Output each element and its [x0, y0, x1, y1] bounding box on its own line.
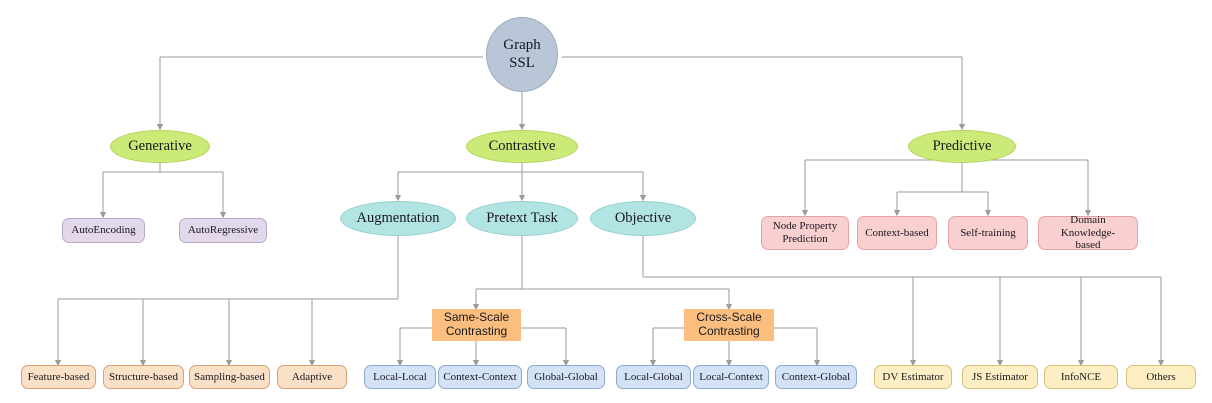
leaf-infonce[interactable]: InfoNCE — [1044, 365, 1118, 389]
branch-node-predictive[interactable]: Predictive — [908, 130, 1016, 163]
leaf-global-global[interactable]: Global-Global — [527, 365, 605, 389]
leaf-context-based[interactable]: Context-based — [857, 216, 937, 250]
contrastive-child-augmentation[interactable]: Augmentation — [340, 201, 456, 236]
root-label-line2: SSL — [509, 54, 535, 71]
scale-label-line1: Same-Scale — [443, 310, 510, 325]
node-label: Augmentation — [356, 210, 440, 227]
leaf-label: Global-Global — [534, 370, 598, 383]
leaf-label: Others — [1146, 370, 1176, 383]
root-label-line1: Graph — [503, 37, 541, 54]
leaf-context-context[interactable]: Context-Context — [438, 365, 522, 389]
leaf-autoencoding[interactable]: AutoEncoding — [62, 218, 145, 243]
leaf-label: Local-Context — [699, 370, 763, 383]
leaf-label: Context-Context — [443, 370, 517, 383]
leaf-label: Local-Local — [373, 370, 427, 383]
leaf-js-estimator[interactable]: JS Estimator — [962, 365, 1038, 389]
branch-label: Generative — [128, 138, 192, 155]
leaf-label: DV Estimator — [882, 370, 944, 383]
scale-label-line2: Contrasting — [698, 324, 760, 338]
leaf-autoregressive[interactable]: AutoRegressive — [179, 218, 267, 243]
leaf-structure-based[interactable]: Structure-based — [103, 365, 184, 389]
leaf-label: Context-Global — [781, 370, 851, 383]
node-label: Pretext Task — [486, 210, 558, 227]
leaf-label: Adaptive — [291, 370, 333, 383]
branch-node-contrastive[interactable]: Contrastive — [466, 130, 578, 163]
branch-label: Contrastive — [488, 138, 556, 155]
leaf-label: InfoNCE — [1060, 370, 1102, 383]
leaf-label: Local-Global — [624, 370, 683, 383]
branch-node-generative[interactable]: Generative — [110, 130, 210, 163]
leaf-context-global[interactable]: Context-Global — [775, 365, 857, 389]
leaf-label-line1: Node Property — [772, 220, 838, 233]
node-label: Objective — [614, 210, 672, 227]
scale-label-line1: Cross-Scale — [696, 310, 762, 325]
contrastive-child-pretext-task[interactable]: Pretext Task — [466, 201, 578, 236]
root-node-graph-ssl[interactable]: Graph SSL — [486, 17, 558, 92]
leaf-feature-based[interactable]: Feature-based — [21, 365, 96, 389]
leaf-label: Context-based — [865, 226, 929, 239]
leaf-label: AutoRegressive — [187, 224, 259, 237]
leaf-others[interactable]: Others — [1126, 365, 1196, 389]
scale-label-line2: Contrasting — [445, 324, 508, 338]
contrastive-child-objective[interactable]: Objective — [590, 201, 696, 236]
leaf-local-context[interactable]: Local-Context — [693, 365, 769, 389]
leaf-label: Sampling-based — [194, 370, 265, 383]
leaf-local-global[interactable]: Local-Global — [616, 365, 691, 389]
leaf-label-line2: based — [1075, 239, 1101, 252]
branch-label: Predictive — [932, 138, 992, 155]
leaf-self-training[interactable]: Self-training — [948, 216, 1028, 250]
leaf-label: JS Estimator — [972, 370, 1028, 383]
leaf-label: AutoEncoding — [71, 224, 136, 237]
leaf-node-property-prediction[interactable]: Node Property Prediction — [761, 216, 849, 250]
leaf-domain-knowledge-based[interactable]: Domain Knowledge- based — [1038, 214, 1138, 252]
leaf-label: Structure-based — [108, 370, 179, 383]
leaf-sampling-based[interactable]: Sampling-based — [189, 365, 270, 389]
leaf-dv-estimator[interactable]: DV Estimator — [874, 365, 952, 389]
leaf-adaptive[interactable]: Adaptive — [277, 365, 347, 389]
leaf-local-local[interactable]: Local-Local — [364, 365, 436, 389]
scale-node-cross-scale-contrasting[interactable]: Cross-Scale Contrasting — [684, 309, 774, 341]
leaf-label: Self-training — [960, 226, 1016, 239]
leaf-label-line2: Prediction — [782, 233, 828, 245]
leaf-label: Feature-based — [27, 370, 90, 383]
leaf-label-line1: Domain Knowledge- — [1060, 214, 1116, 239]
scale-node-same-scale-contrasting[interactable]: Same-Scale Contrasting — [432, 309, 521, 341]
